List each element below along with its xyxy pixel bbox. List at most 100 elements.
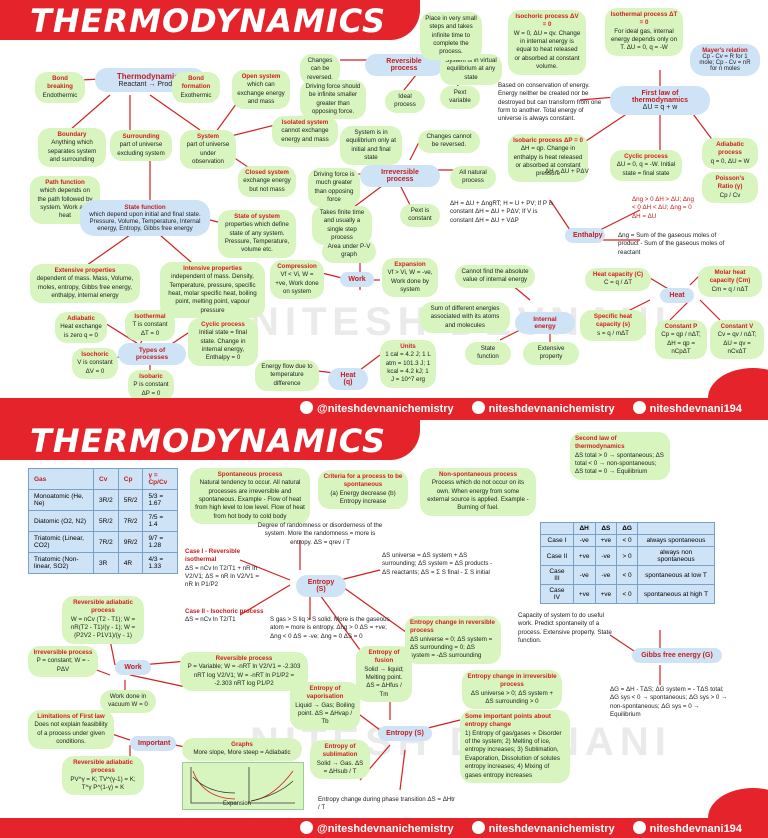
node-text: Solid → liquid; Melting point. ΔS = ΔHfu… [364,665,404,698]
table-cell: always non spontaneous [636,546,716,566]
node-heading: Mayer's relation [702,48,748,54]
node-enthalpy: Enthalpy [565,228,605,243]
table-header: ΔG [616,522,638,535]
youtube-handle: @niteshdevnanichemistry [317,403,454,415]
node-phase-transition: Entropy change during phase transition Δ… [318,796,456,812]
table-cell: Case II [540,546,574,566]
table-cell: 5R/2 [93,510,119,532]
node-ideal-process: Ideal process [385,90,425,113]
table-cell: Case IV [540,584,574,604]
node-heat-capacity: Heat capacity (C)C = q / ΔT [585,268,651,291]
table-header: ΔH [572,522,596,535]
node-heading: Bond formation [181,75,211,91]
node-irrev-changes: Changes cannot be reversed. [418,130,480,153]
panel-thermodynamics-2: NITESH DEVNANI THERMODYNAMICS Gas Cv Cp … [0,420,768,818]
node-pext-constant: Pext is constant [400,204,440,227]
node-gas-entropy: S gas > S liq > S solid. More is the gas… [270,616,390,640]
table-cell: Case III [540,565,574,585]
node-internal-energy: Internal energy [515,312,575,334]
instagram-handle: niteshdevnani194 [649,823,742,835]
node-heading: Isobaric [139,373,163,380]
table-cell: 3R [93,552,119,574]
pv-graphs: Expansion [182,762,304,810]
table-header: ΔS [594,522,618,535]
table-header: Cp [117,468,144,490]
node-text: which can exchange energy and mass [237,81,285,106]
node-heading: Case I - Reversible isothermal [185,548,241,564]
node-heat-definition: Energy flow due to temperature differenc… [255,360,319,392]
node-finite-time: Takes finite time and usually a single s… [312,206,372,246]
youtube-link[interactable]: @niteshdevnanichemistry [300,821,454,835]
node-text: ΔU = 0, q = -W. Initial state = final st… [616,161,676,177]
node-text: Does not explain feasibility of a proces… [34,721,108,746]
table-cell: 7R/2 [93,531,119,553]
node-heading: Limitations of First law [37,713,105,720]
node-text: Solid → Gas. ΔS = ΔHsub / T [316,759,364,776]
footer-social-2: @niteshdevnanichemistry niteshdevnaniche… [0,818,768,838]
telegram-link[interactable]: niteshdevnanichemistry [471,821,615,835]
node-heading: Adiabatic process [716,141,744,157]
node-heading: Heat capacity (C) [592,271,644,278]
node-pext-variable: Pext variable [440,86,480,109]
table-cell: Diatomic (O2, N2) [27,510,95,532]
node-area-pv: Area under P-V graph [322,240,376,263]
node-heading: State of system [234,213,280,220]
node-text: part of universe excluding system [117,141,165,157]
table-cell: 7/5 = 1.4 [142,510,178,532]
instagram-icon [632,821,646,834]
node-extensive-property-ie: Extensive property [523,342,579,365]
node-text: Natural tendency to occur. All natural p… [195,479,305,520]
instagram-link[interactable]: niteshdevnani194 [632,821,742,835]
node-rev-infinite: Place in very small steps and takes infi… [420,12,482,60]
graph-curve-adiabatic [192,770,236,800]
node-state-function-ie: State function [465,342,511,365]
telegram-link[interactable]: niteshdevnanichemistry [471,401,615,415]
table-header-row: Gas Cv Cp γ = Cp/Cv [27,468,178,490]
node-text: For ideal gas, internal energy depends o… [610,27,678,52]
node-heading: Isochoric [81,351,109,358]
gas-heat-capacity-table: Gas Cv Cp γ = Cp/Cv Monoatomic (He, Ne)3… [27,468,178,574]
node-entropy: Entropy (S) [296,575,346,597]
instagram-link[interactable]: niteshdevnani194 [632,401,742,415]
node-heading: Isochoric process ΔV = 0 [515,13,579,29]
table-cell: > 0 [616,546,638,566]
youtube-link[interactable]: @niteshdevnanichemistry [300,401,454,415]
table-cell: spontaneous at high T [636,584,716,604]
node-heat-2: Heat [660,288,694,303]
node-heading: Thermodynamics [116,72,184,81]
table-cell: -ve [572,534,596,547]
node-text: Vf > Vi, W = -ve, Work done by system [387,269,433,294]
node-entropy-degree: Degree of randomness or disorderness of … [257,522,383,546]
social-links: @niteshdevnanichemistry niteshdevnaniche… [300,821,742,835]
youtube-icon [300,401,313,414]
node-text: independent of mass. Density, Temperatur… [168,273,257,314]
node-text: cannot exchange energy and mass [281,127,329,143]
node-text: s = q / mΔT [597,329,629,337]
graph-axes-left [190,767,238,804]
node-heading: Constant V [720,323,754,330]
node-text: Cp / Cv [719,191,741,199]
node-entropy-2: Entropy (S) [378,726,432,741]
table-cell: 9R/2 [117,531,144,553]
table-header-row: ΔH ΔS ΔG [540,522,716,535]
table-header [636,522,716,535]
table-header: Gas [27,468,95,490]
table-cell: 4/3 = 1.33 [142,552,178,574]
page-title: THERMODYNAMICS [30,422,387,460]
node-conservation: Based on conservation of energy. Energy … [498,82,602,123]
youtube-icon [300,821,313,834]
node-heading: Cyclic process [624,153,668,160]
table-cell: 7R/2 [117,510,144,532]
node-heading: Entropy change in irreversible process [467,673,557,689]
